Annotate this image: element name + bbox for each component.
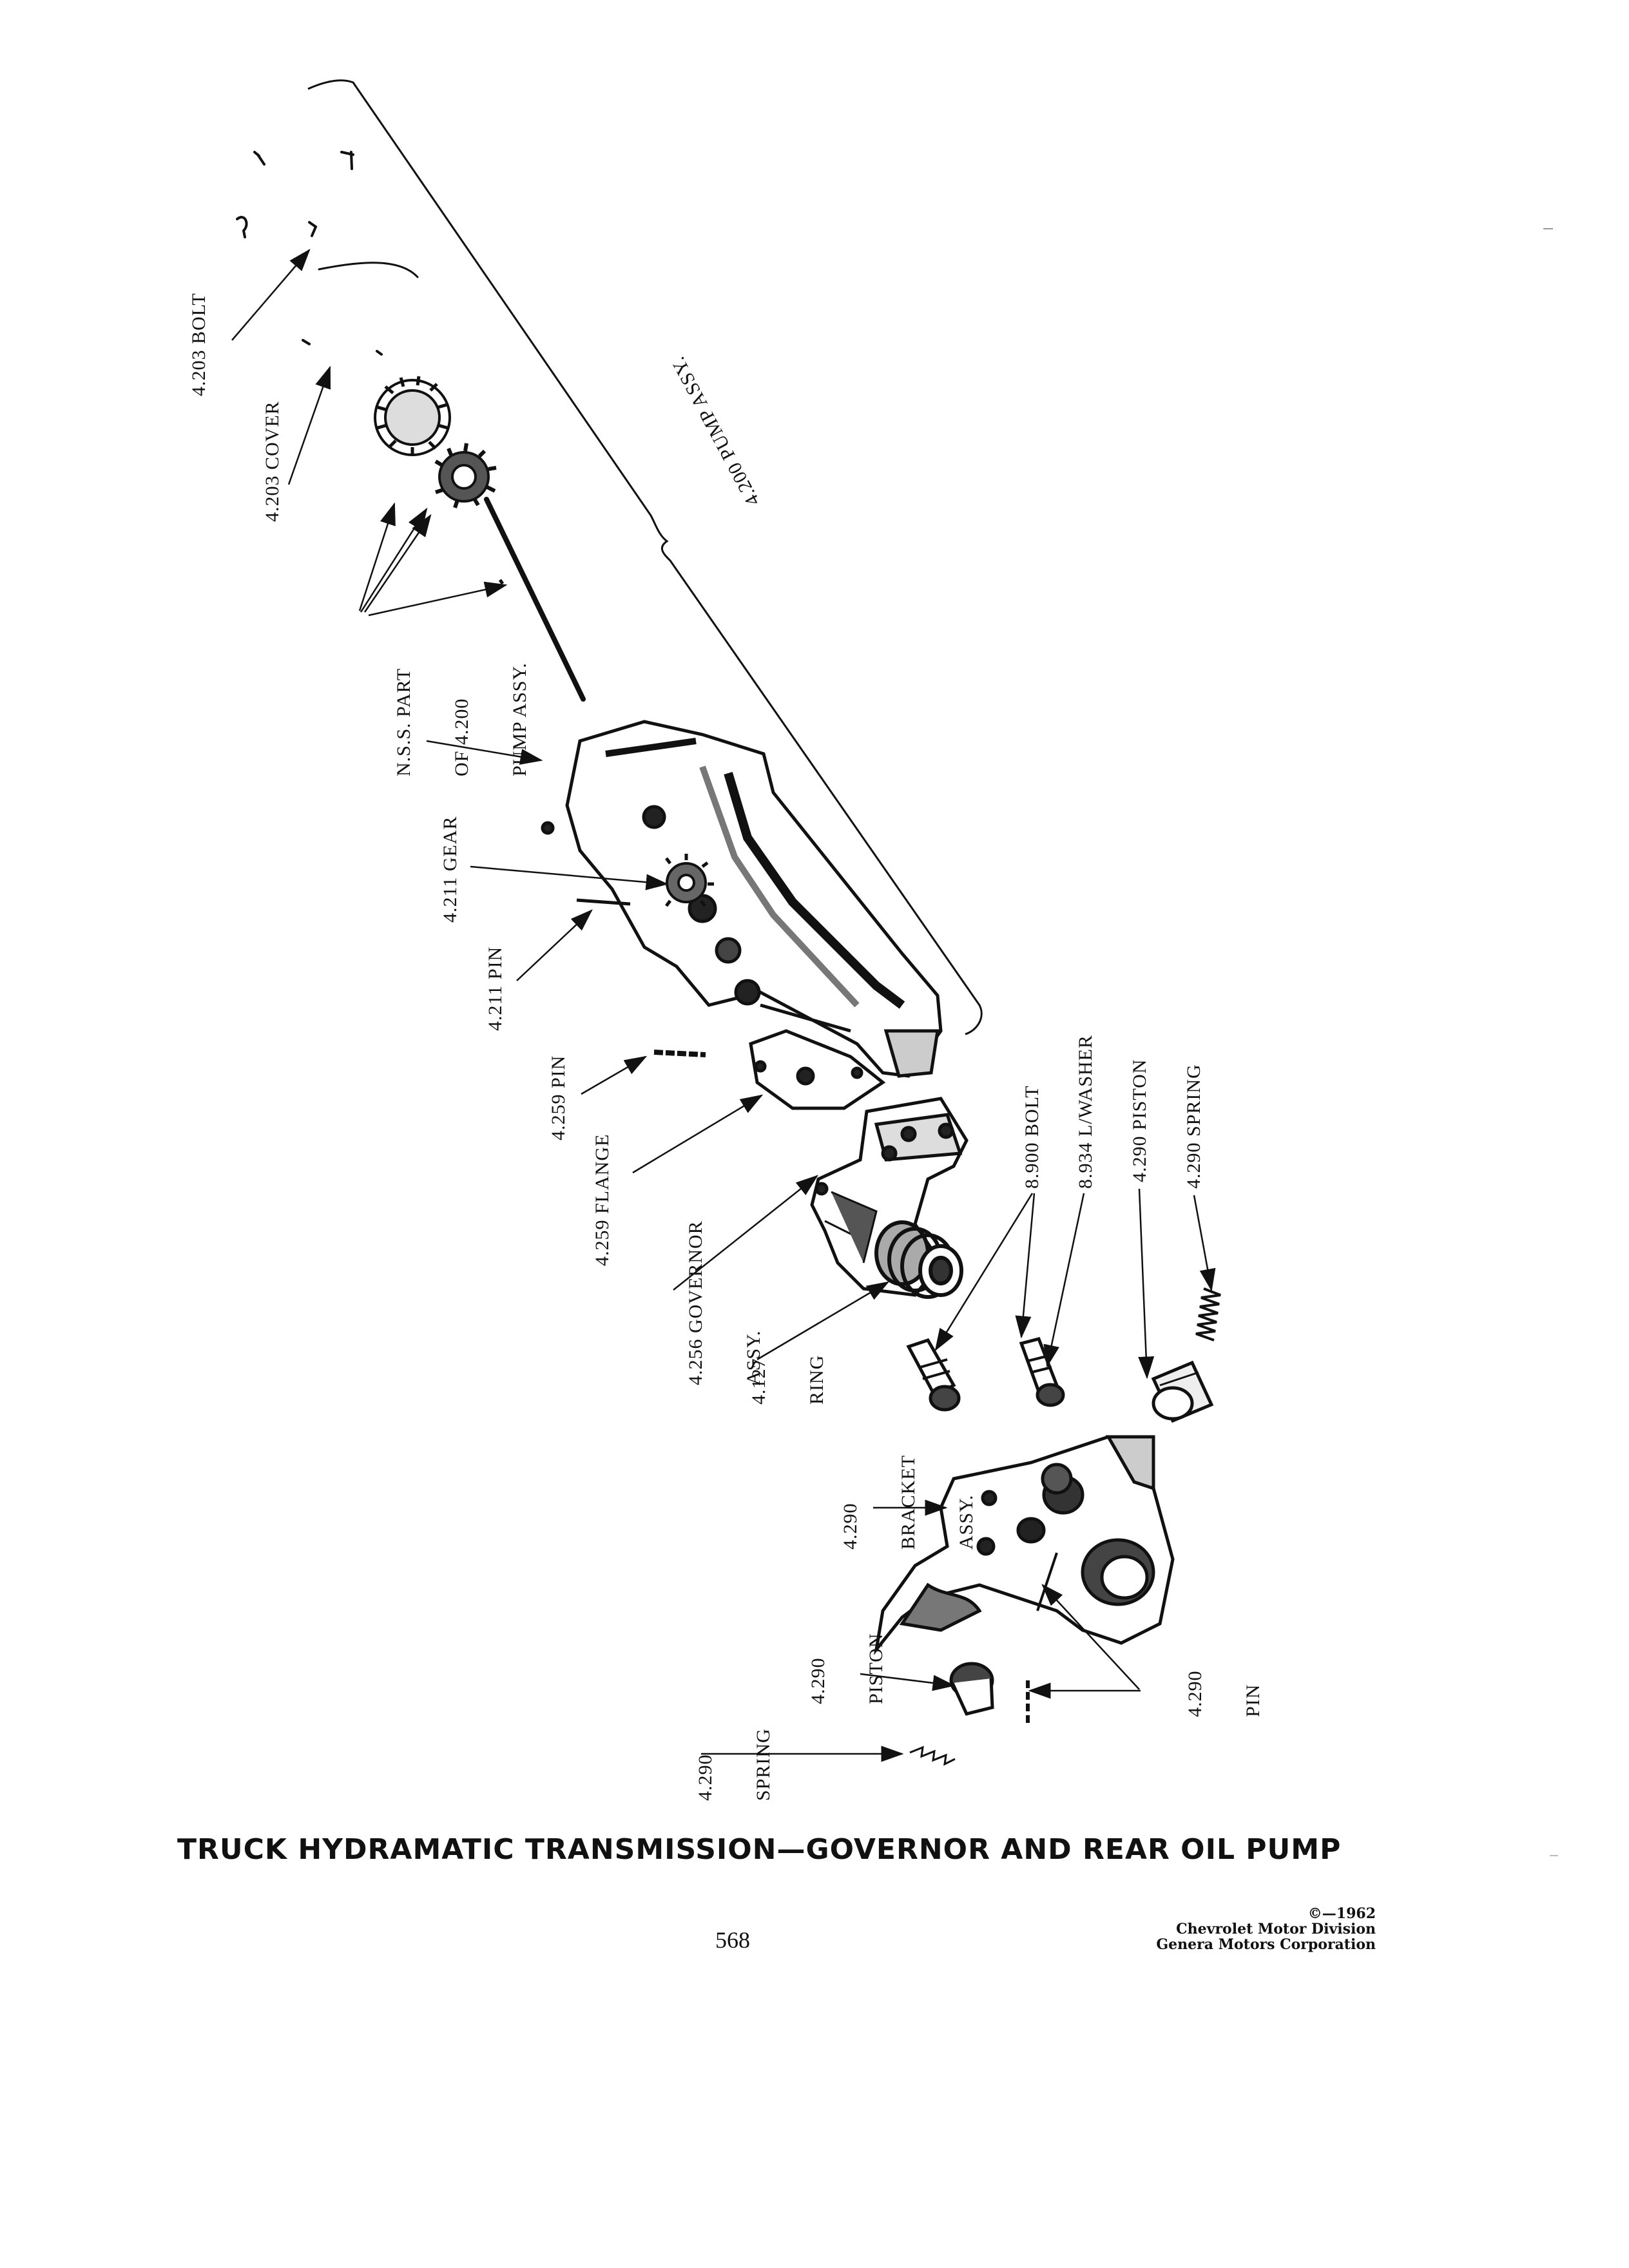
label-4127-ring: 4.127 RING xyxy=(711,1355,846,1405)
flange-part xyxy=(749,1029,886,1110)
leader-4203-bolt xyxy=(231,249,311,341)
bolt-8900-part xyxy=(906,1338,961,1412)
pin-line-1: 4.290 xyxy=(1184,1670,1206,1718)
spring-line-2: SPRING xyxy=(753,1728,774,1801)
pump-assy-bracket xyxy=(307,79,983,1035)
nss-line-1: N.S.S. PART xyxy=(393,668,414,776)
leader-4211-gear xyxy=(470,865,669,890)
label-4290-pin: 4.290 PIN xyxy=(1147,1671,1282,1718)
pin-4211-part xyxy=(576,898,631,906)
leader-4259-flange xyxy=(632,1094,764,1174)
pump-shaft xyxy=(484,497,586,702)
pin-4259-part xyxy=(653,1050,706,1057)
copyright-line-2: Chevrolet Motor Division xyxy=(1176,1921,1376,1937)
label-4290-bracket-assy: 4.290 BRACKET ASSY. xyxy=(802,1455,996,1550)
leader-4203-cover xyxy=(287,365,331,485)
leader-nss-3 xyxy=(363,514,432,613)
spring-4290-top-part xyxy=(1195,1287,1221,1341)
piston-line-1: 4.290 xyxy=(807,1657,829,1705)
leader-4256-governor xyxy=(673,1175,818,1291)
spring-4290-bottom-part xyxy=(909,1745,956,1766)
copyright-line-1: ©—1962 xyxy=(1307,1905,1376,1922)
piston-4290-bottom-part xyxy=(949,1662,994,1716)
spring-line-1: 4.290 xyxy=(695,1754,716,1802)
governor-assy-part xyxy=(810,1097,969,1299)
label-4203-bolt: 4.203 BOLT xyxy=(188,293,209,396)
label-4290-spring-bottom: 4.290 SPRING xyxy=(657,1728,793,1801)
copyright-notice: ©—1962 Chevrolet Motor Division Genera M… xyxy=(1156,1906,1376,1952)
leader-lines xyxy=(231,249,1216,1762)
cover-gear xyxy=(374,376,451,456)
label-4290-piston-bottom: 4.290 PISTON xyxy=(770,1633,905,1704)
governor-drive-gear xyxy=(665,854,714,907)
label-4259-pin: 4.259 PIN xyxy=(548,1055,569,1140)
nss-line-3: PUMP ASSY. xyxy=(509,662,530,776)
ring-line-2: RING xyxy=(806,1354,827,1405)
label-4259-flange: 4.259 FLANGE xyxy=(592,1133,613,1266)
ring-line-1: 4.127 xyxy=(748,1358,769,1405)
label-8934-washer: 8.934 L/WASHER xyxy=(1075,1035,1096,1189)
leader-4290-piston-bottom xyxy=(860,1673,956,1691)
label-4290-spring-top: 4.290 SPRING xyxy=(1183,1064,1204,1189)
leader-8934-washer xyxy=(1043,1193,1085,1368)
leader-nss-1 xyxy=(358,502,396,611)
leader-nss-pump xyxy=(426,740,543,765)
leader-4290-pin-1 xyxy=(1041,1584,1140,1690)
leader-4259-pin xyxy=(581,1055,648,1095)
label-4290-piston-top: 4.290 PISTON xyxy=(1129,1059,1150,1182)
bracket-line-3: ASSY. xyxy=(956,1494,977,1550)
leader-nss-4 xyxy=(368,581,508,617)
label-8900-bolt: 8.900 BOLT xyxy=(1021,1085,1043,1189)
page-number: 568 xyxy=(715,1927,750,1953)
leader-4127-ring xyxy=(757,1281,890,1361)
piston-line-2: PISTON xyxy=(865,1633,887,1704)
bracket-assy-part xyxy=(873,1435,1175,1656)
governor-spool xyxy=(874,1220,963,1299)
label-4211-gear: 4.211 GEAR xyxy=(439,816,461,923)
top-hardware xyxy=(236,151,419,356)
pump-housing xyxy=(541,720,943,1078)
label-4203-cover: 4.203 COVER xyxy=(262,401,283,522)
leader-4290-piston-top xyxy=(1138,1188,1155,1379)
leader-4290-spring-top xyxy=(1193,1195,1216,1292)
figure-caption: TRUCK HYDRAMATIC TRANSMISSION—GOVERNOR A… xyxy=(177,1833,1342,1866)
nss-line-2: OF 4.200 xyxy=(451,698,472,776)
pump-gear xyxy=(434,443,497,508)
leader-4211-pin xyxy=(516,909,593,981)
label-4211-pin: 4.211 PIN xyxy=(485,946,506,1031)
pin-line-2: PIN xyxy=(1242,1684,1264,1717)
piston-4290-top-part xyxy=(1151,1360,1214,1423)
leader-8900-bolt-b xyxy=(1015,1193,1036,1339)
copyright-line-3: Genera Motors Corporation xyxy=(1156,1936,1376,1953)
bracket-line-1: 4.290 xyxy=(840,1503,861,1550)
leader-8900-bolt-a xyxy=(934,1193,1034,1352)
leader-nss-2 xyxy=(360,507,428,613)
label-nss-part: N.S.S. PART OF 4.200 PUMP ASSY. xyxy=(356,662,549,776)
governor-line-1: 4.256 GOVERNOR xyxy=(685,1220,706,1385)
bracket-line-2: BRACKET xyxy=(898,1454,919,1550)
washer-8934-part xyxy=(1019,1337,1065,1407)
